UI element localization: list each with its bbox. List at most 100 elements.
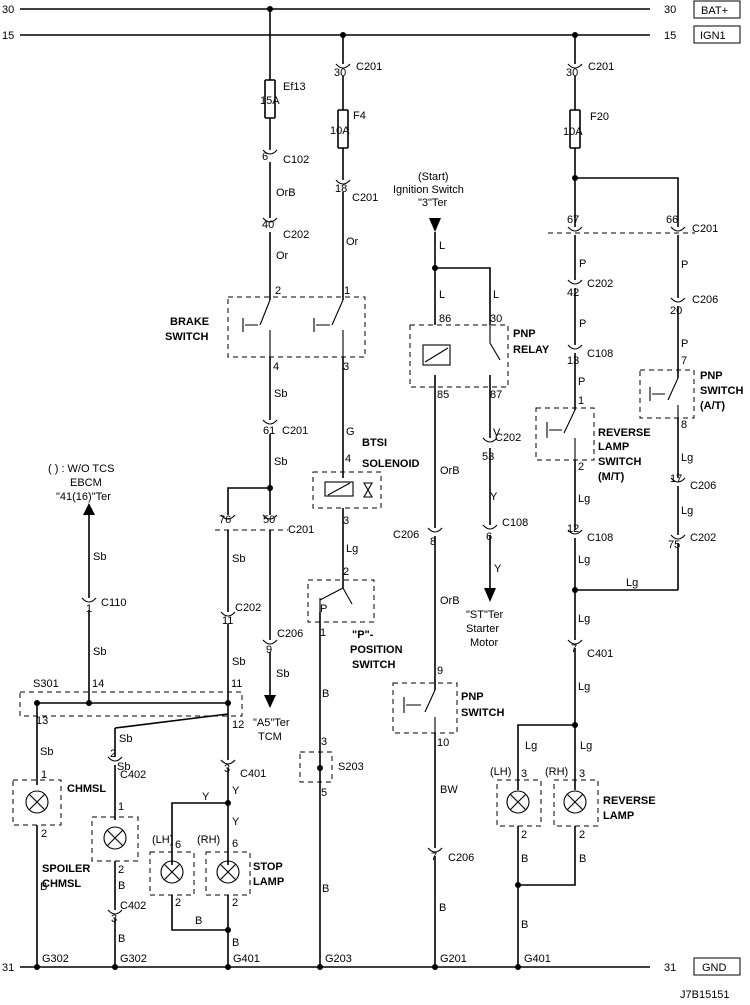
label-connectors-c202: C202 bbox=[495, 432, 521, 444]
label-pins-p1: 1 bbox=[344, 285, 350, 297]
brake-lower-circuit: 4 Sb 61 C201 Sb 76 50 C201 9 C206 Sb "A5… bbox=[215, 357, 314, 743]
label-notes-starter-0: "ST"Ter bbox=[466, 609, 503, 621]
label-fuses-f20-name: F20 bbox=[590, 111, 609, 123]
label-pins-p11: 11 bbox=[231, 678, 242, 690]
label-connectors-c206: C206 bbox=[448, 852, 474, 864]
label-wires-p: P bbox=[579, 318, 586, 330]
label-wires-sb: Sb bbox=[40, 746, 53, 758]
label-components-spoiler_chmsl-0: SPOILER bbox=[42, 863, 90, 875]
label-pins-p20: 20 bbox=[670, 305, 682, 317]
label-wires-b: B bbox=[322, 688, 329, 700]
label-pins-p42: 42 bbox=[567, 287, 579, 299]
label-pins-p1: 1 bbox=[320, 627, 326, 639]
label-components-chmsl: CHMSL bbox=[67, 783, 106, 795]
label-wires-p: P bbox=[681, 259, 688, 271]
label-wires-b: B bbox=[232, 937, 239, 949]
bat-rail: 30 30 BAT+ bbox=[2, 0, 741, 19]
label-pins-p17: 17 bbox=[670, 473, 682, 485]
label-connectors-c110: C110 bbox=[101, 597, 126, 609]
label-components-pnp_switch_at-0: PNP bbox=[700, 370, 723, 382]
label-pins-p86: 86 bbox=[439, 313, 451, 325]
label-connectors-c202: C202 bbox=[235, 602, 261, 614]
label-wires-b: B bbox=[521, 919, 528, 931]
label-wires-lg: Lg bbox=[346, 543, 358, 555]
label-wires-lg: Lg bbox=[525, 740, 537, 752]
s301-splice: S301 13 12 bbox=[19, 678, 244, 760]
label-pins-p11: 11 bbox=[222, 615, 233, 627]
label-connectors-c202: C202 bbox=[690, 532, 716, 544]
label-pins-p2: 2 bbox=[578, 461, 584, 473]
label-connectors-c102: C102 bbox=[283, 154, 309, 166]
label-grounds-g201: G201 bbox=[440, 953, 467, 965]
label-rails-gnd-num: 31 bbox=[2, 962, 14, 974]
spoiler-chmsl-lamp: Sb 2 C402 Sb 1 SPOILER CHMSL 2 B C402 3 … bbox=[42, 728, 147, 970]
label-wires-b: B bbox=[322, 883, 329, 895]
chmsl-lamp: Sb 1 CHMSL 2 B G302 bbox=[12, 703, 106, 970]
label-connectors-s301: S301 bbox=[33, 678, 59, 690]
label-components-brake_switch-0: BRAKE bbox=[170, 316, 209, 328]
label-grounds-g401: G401 bbox=[233, 953, 260, 965]
label-wires-bw: BW bbox=[440, 784, 458, 796]
label-fuses-ef13-rating: 15A bbox=[260, 95, 280, 107]
diagram-id: J7B15151 bbox=[680, 989, 730, 1001]
label-wires-sb: Sb bbox=[276, 668, 289, 680]
label-wires-sb: Sb bbox=[93, 551, 106, 563]
label-connectors-s203: S203 bbox=[338, 761, 364, 773]
label-grounds-g401: G401 bbox=[524, 953, 551, 965]
label-notes-tcm-1: TCM bbox=[258, 731, 282, 743]
label-fuses-ef13-name: Ef13 bbox=[283, 81, 306, 93]
label-rails-ign-num: 15 bbox=[664, 30, 676, 42]
label-components-pnp_switch_main-1: SWITCH bbox=[461, 707, 504, 719]
label-components-reverse_lamp_switch-1: LAMP bbox=[598, 441, 629, 453]
label-pins-p6: 6 bbox=[175, 839, 181, 851]
label-wires-p: P bbox=[320, 603, 327, 615]
label-connectors-c108: C108 bbox=[502, 517, 528, 529]
pnp-relay-circuit: (Start) Ignition Switch "3"Ter L L L 86 … bbox=[392, 171, 550, 970]
label-connectors-c201: C201 bbox=[282, 425, 308, 437]
label-notes-starter-1: Starter bbox=[466, 623, 499, 635]
label-pins-p13: 13 bbox=[567, 355, 579, 367]
label-connectors-c401: C401 bbox=[587, 648, 613, 660]
label-pins-p2: 2 bbox=[110, 748, 116, 760]
label-pins-p2: 2 bbox=[118, 864, 124, 876]
label-components-btsi_solenoid-0: BTSI bbox=[362, 437, 387, 449]
label-wires-b: B bbox=[195, 915, 202, 927]
label-wires-sb: Sb bbox=[119, 733, 132, 745]
label-wires-b: B bbox=[579, 853, 586, 865]
label-components-pnp_switch_at-1: SWITCH bbox=[700, 385, 743, 397]
label-wires-lg: Lg bbox=[626, 577, 638, 589]
label-connectors-c201: C201 bbox=[588, 61, 614, 73]
label-pins-p5: 5 bbox=[321, 787, 327, 799]
btsi-circuit: 30 C201 F4 10A 18 C201 Or 3 G 4 BTSI SOL… bbox=[299, 32, 420, 970]
label-pins-p76: 76 bbox=[219, 514, 231, 526]
label-connectors-c206: C206 bbox=[277, 628, 303, 640]
label-components-pnp_switch_at-2: (A/T) bbox=[700, 400, 725, 412]
label-wires-or: Or bbox=[276, 250, 289, 262]
bat-label: BAT+ bbox=[701, 5, 728, 17]
label-wires-lg: Lg bbox=[578, 613, 590, 625]
label-pins-p12: 12 bbox=[232, 719, 244, 731]
label-pins-p3: 3 bbox=[343, 361, 349, 373]
label-notes-ebcm-0: ( ) : W/O TCS bbox=[48, 463, 114, 475]
label-components-reverse_lamp_switch-0: REVERSE bbox=[598, 427, 651, 439]
label-components-btsi_solenoid-1: SOLENOID bbox=[362, 458, 420, 470]
label-connectors-c202: C202 bbox=[587, 278, 613, 290]
label-fuses-f4-name: F4 bbox=[353, 110, 366, 122]
label-pins-p8: 8 bbox=[681, 419, 687, 431]
label-pins-p1: 1 bbox=[118, 801, 124, 813]
label-components-stop_lamp-0: STOP bbox=[253, 861, 283, 873]
label-wires-sb: Sb bbox=[274, 456, 287, 468]
label-rails-ign-num: 15 bbox=[2, 30, 14, 42]
label-connectors-c206: C206 bbox=[692, 294, 718, 306]
label-components-pnp_switch_main-0: PNP bbox=[461, 691, 484, 703]
label-components-lh: (LH) bbox=[152, 834, 173, 846]
label-pins-p61: 61 bbox=[263, 425, 275, 437]
label-pins-p12: 12 bbox=[567, 523, 579, 535]
label-connectors-c206: C206 bbox=[690, 480, 716, 492]
label-pins-p2: 2 bbox=[41, 828, 47, 840]
label-rails-gnd-num: 31 bbox=[664, 962, 676, 974]
label-wires-sb: Sb bbox=[232, 656, 245, 668]
gnd-label: GND bbox=[702, 962, 727, 974]
label-components-reverse_lamp_switch-2: SWITCH bbox=[598, 456, 641, 468]
